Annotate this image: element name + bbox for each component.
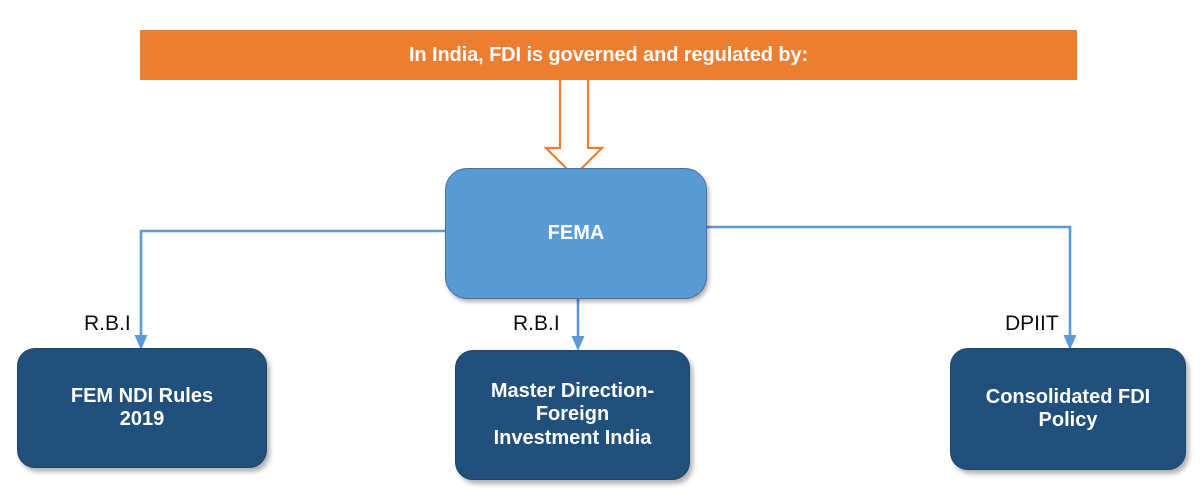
node-fema[interactable]: FEMA bbox=[445, 168, 707, 299]
node-fema-label: FEMA bbox=[547, 221, 605, 244]
node-fem-ndi-rules-line2: 2019 bbox=[119, 408, 165, 430]
node-master-direction-label: Master Direction- Foreign Investment Ind… bbox=[481, 380, 664, 450]
node-fem-ndi-rules-label: FEM NDI Rules 2019 bbox=[61, 385, 223, 432]
orange-block-arrow-icon bbox=[543, 78, 605, 178]
node-fem-ndi-rules-line1: FEM NDI Rules bbox=[70, 384, 214, 407]
node-master-direction-line1: Master Direction- bbox=[490, 379, 655, 402]
header-banner-text: In India, FDI is governed and regulated … bbox=[408, 44, 809, 66]
edge-label-rbi-middle: R.B.I bbox=[513, 312, 560, 335]
node-consolidated-fdi-policy[interactable]: Consolidated FDI Policy bbox=[950, 348, 1186, 470]
connector-fema-to-ndi bbox=[139, 229, 445, 340]
node-consolidated-fdi-policy-line2: Policy bbox=[1038, 409, 1098, 431]
node-consolidated-fdi-policy-line1: Consolidated FDI bbox=[985, 385, 1151, 408]
node-master-direction[interactable]: Master Direction- Foreign Investment Ind… bbox=[455, 350, 690, 480]
edge-label-rbi-left: R.B.I bbox=[84, 312, 131, 335]
node-master-direction-line2: Foreign bbox=[535, 403, 610, 426]
header-banner: In India, FDI is governed and regulated … bbox=[140, 30, 1077, 80]
node-consolidated-fdi-policy-label: Consolidated FDI Policy bbox=[976, 386, 1160, 433]
node-master-direction-line3: Investment India bbox=[493, 426, 652, 449]
edge-label-dpiit: DPIIT bbox=[1005, 312, 1059, 335]
arrowhead-master bbox=[571, 336, 585, 351]
node-fem-ndi-rules[interactable]: FEM NDI Rules 2019 bbox=[17, 348, 267, 468]
